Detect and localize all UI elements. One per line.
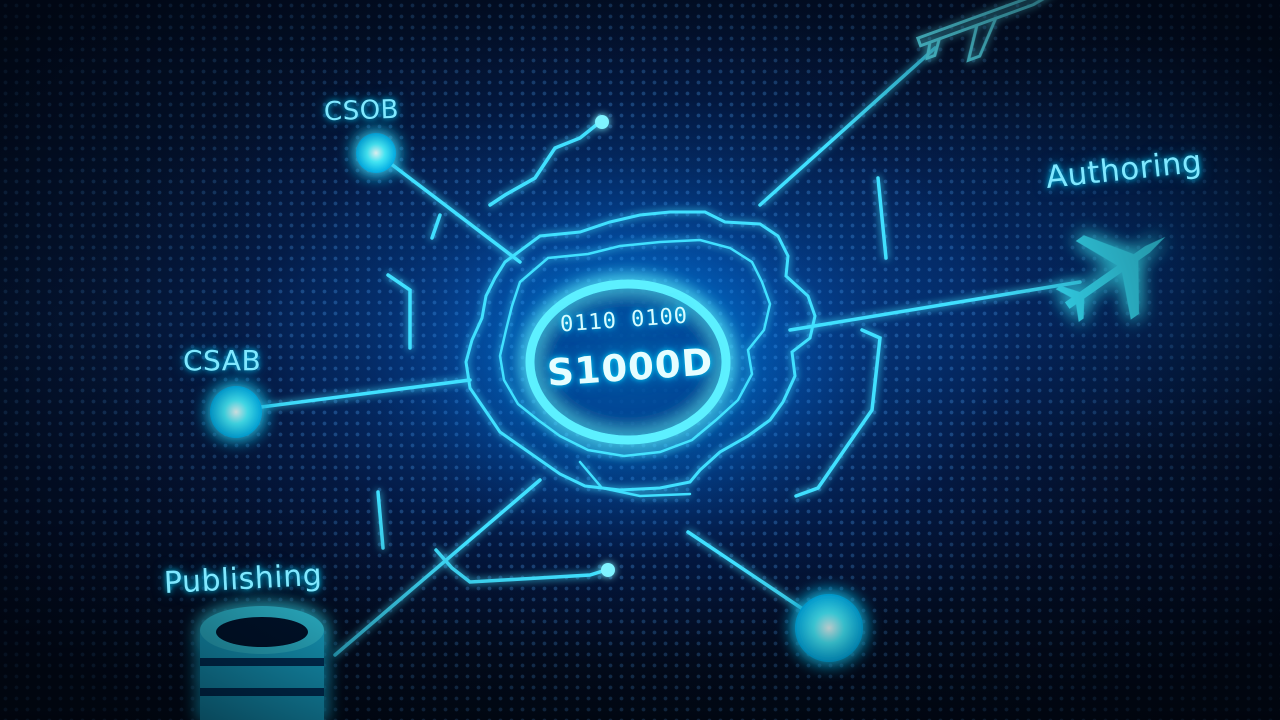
node-label-csab: CSAB — [183, 344, 262, 377]
node-label-csob: CSOB — [323, 94, 400, 128]
